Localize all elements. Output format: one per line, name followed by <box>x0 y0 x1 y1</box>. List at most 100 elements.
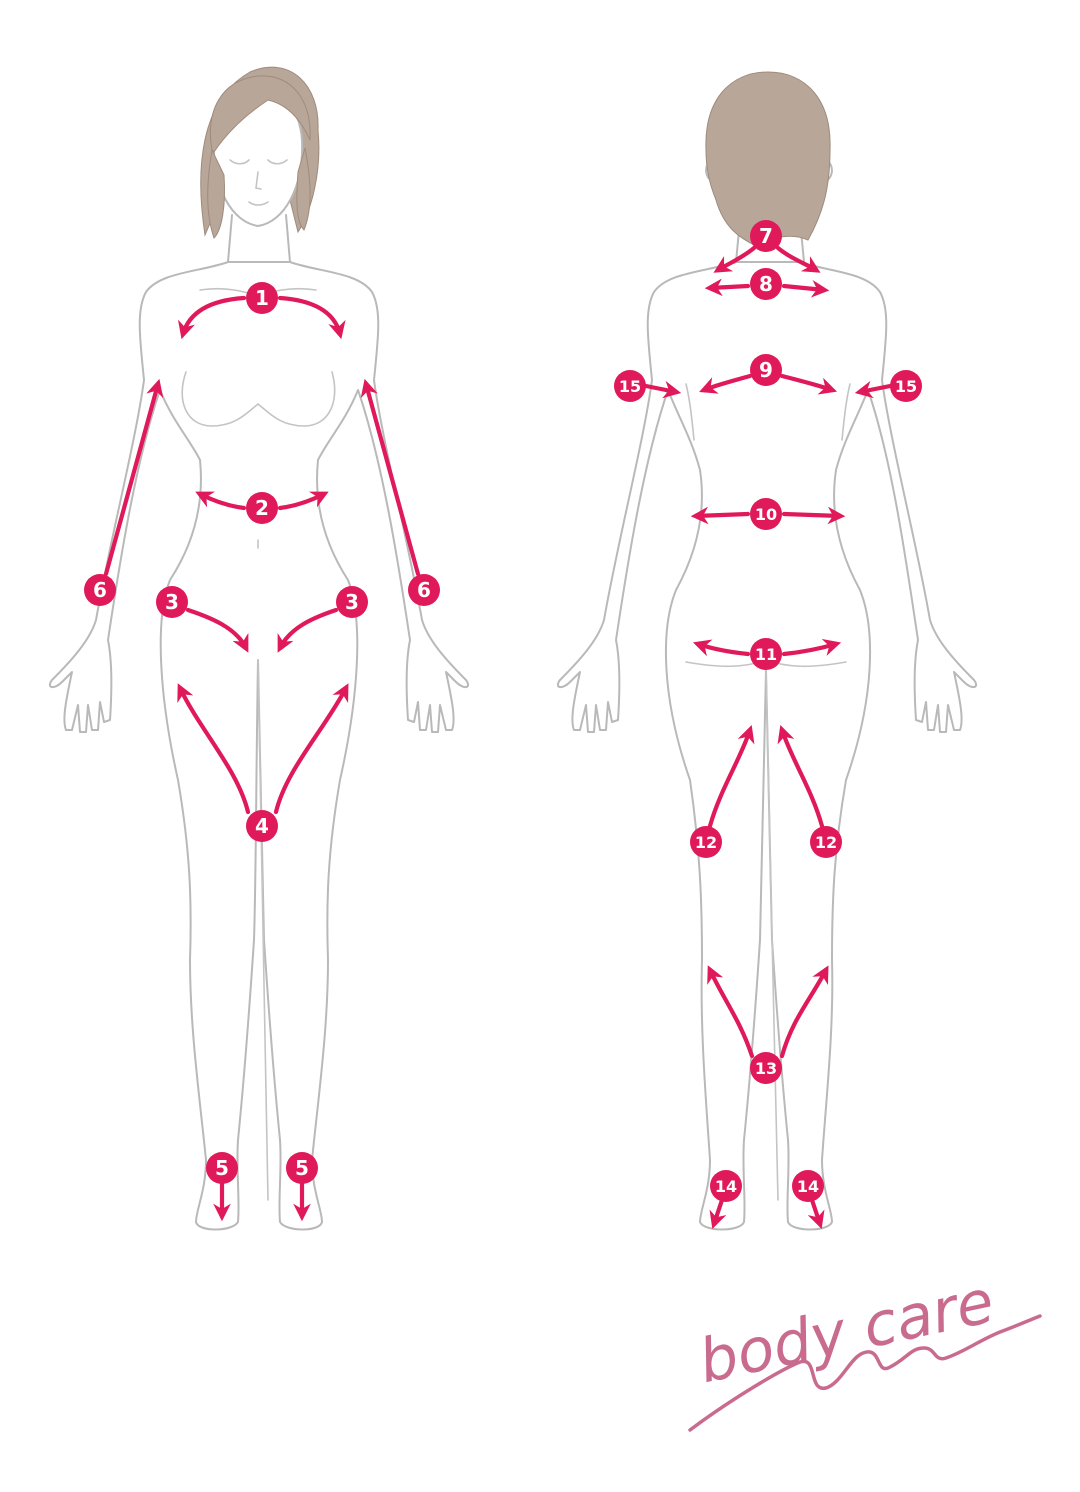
step-number: 5 <box>215 1156 229 1180</box>
step-badge-front-2: 2 <box>246 492 278 524</box>
step-badge-circle <box>750 498 782 530</box>
caption-body-care: body care <box>693 1267 1000 1398</box>
arrow-back-7-2 <box>775 245 821 273</box>
arrow-back-13-1 <box>707 965 755 1059</box>
step-badge-circle <box>286 1152 318 1184</box>
step-badge-back-13: 13 <box>750 1052 782 1084</box>
arrow-back-10-2 <box>781 506 846 525</box>
step-badge-front-1: 1 <box>246 282 278 314</box>
arrow-back-14-left-1 <box>709 1197 727 1230</box>
step-number: 15 <box>619 377 641 396</box>
arrow-front-2-1 <box>195 491 247 511</box>
step-badge-circle <box>750 638 782 670</box>
step-number: 12 <box>695 833 717 852</box>
step-badge-front-6-left: 6 <box>84 574 116 606</box>
step-badge-circle <box>246 282 278 314</box>
arrow-back-12-right-1 <box>777 724 825 829</box>
step-badge-back-10: 10 <box>750 498 782 530</box>
step-number: 3 <box>345 590 359 614</box>
step-number: 13 <box>755 1059 777 1078</box>
step-badge-front-5-right: 5 <box>286 1152 318 1184</box>
step-badge-circle <box>750 354 782 386</box>
step-number: 4 <box>255 814 269 838</box>
step-badge-front-3-right: 3 <box>336 586 368 618</box>
back-underarm-right <box>841 383 851 441</box>
front-hair-fringe <box>210 75 311 153</box>
step-number: 12 <box>815 833 837 852</box>
arrow-back-14-right-1 <box>807 1197 825 1230</box>
step-number: 7 <box>759 224 773 248</box>
arrow-front-3-left-1 <box>185 607 249 653</box>
step-badge-circle <box>750 220 782 252</box>
step-badge-circle <box>890 370 922 402</box>
arrow-back-9-2 <box>779 373 838 395</box>
arrow-back-8-2 <box>781 279 830 298</box>
step-number: 6 <box>93 578 107 602</box>
step-badge-front-4: 4 <box>246 810 278 842</box>
arrow-back-9-1 <box>699 373 753 394</box>
step-number: 15 <box>895 377 917 396</box>
front-leg-gap <box>257 659 269 1201</box>
step-badge-circle <box>710 1170 742 1202</box>
front-bust <box>181 371 336 427</box>
step-badge-back-11: 11 <box>750 638 782 670</box>
step-badge-back-7: 7 <box>750 220 782 252</box>
step-number: 14 <box>797 1177 819 1196</box>
step-number: 11 <box>755 645 777 664</box>
step-badge-circle <box>246 492 278 524</box>
back-hair <box>705 71 831 247</box>
step-badge-circle <box>336 586 368 618</box>
step-badge-circle <box>84 574 116 606</box>
step-number: 6 <box>417 578 431 602</box>
arrow-back-15-left-1 <box>643 380 682 399</box>
step-badge-circle <box>792 1170 824 1202</box>
arrow-front-1-1 <box>178 295 247 340</box>
step-number: 9 <box>759 358 773 382</box>
front-hair-side-right <box>296 147 311 231</box>
arrow-back-8-1 <box>704 278 751 297</box>
step-badge-circle <box>810 826 842 858</box>
front-eye-right <box>267 159 288 165</box>
arrow-back-15-right-1 <box>854 380 893 399</box>
step-badge-back-14-left: 14 <box>710 1170 742 1202</box>
caption-squiggle <box>688 1314 1042 1432</box>
step-badge-circle <box>246 810 278 842</box>
arrow-back-12-left-1 <box>707 724 755 829</box>
step-badge-back-9: 9 <box>750 354 782 386</box>
step-number: 10 <box>755 505 777 524</box>
front-eye-left <box>229 159 250 165</box>
step-badge-circle <box>614 370 646 402</box>
arrow-back-13-2 <box>779 965 829 1059</box>
front-figure <box>48 66 470 1231</box>
front-neck <box>227 214 291 263</box>
arrow-front-4-2 <box>273 683 349 815</box>
arrow-back-11-2 <box>781 638 842 657</box>
step-number: 14 <box>715 1177 737 1196</box>
front-nose <box>255 171 262 190</box>
step-badge-front-6-right: 6 <box>408 574 440 606</box>
step-badge-back-12-right: 12 <box>810 826 842 858</box>
step-badge-circle <box>156 586 188 618</box>
arrow-front-3-right-1 <box>277 607 339 653</box>
step-badge-front-3-left: 3 <box>156 586 188 618</box>
step-number: 2 <box>255 496 269 520</box>
step-badge-back-15-left: 15 <box>614 370 646 402</box>
step-badge-circle <box>750 268 782 300</box>
arrow-front-6-right-1 <box>360 378 421 577</box>
step-badge-circle <box>408 574 440 606</box>
step-badge-back-14-right: 14 <box>792 1170 824 1202</box>
step-badge-back-15-right: 15 <box>890 370 922 402</box>
step-badge-circle <box>690 826 722 858</box>
arrow-front-1-2 <box>277 295 346 340</box>
step-number: 5 <box>295 1156 309 1180</box>
arrow-back-11-1 <box>692 639 751 657</box>
step-number: 1 <box>255 286 269 310</box>
step-number: 3 <box>165 590 179 614</box>
step-badge-front-5-left: 5 <box>206 1152 238 1184</box>
arrow-back-10-1 <box>690 506 751 525</box>
step-badge-circle <box>750 1052 782 1084</box>
arrow-front-2-2 <box>277 491 329 511</box>
